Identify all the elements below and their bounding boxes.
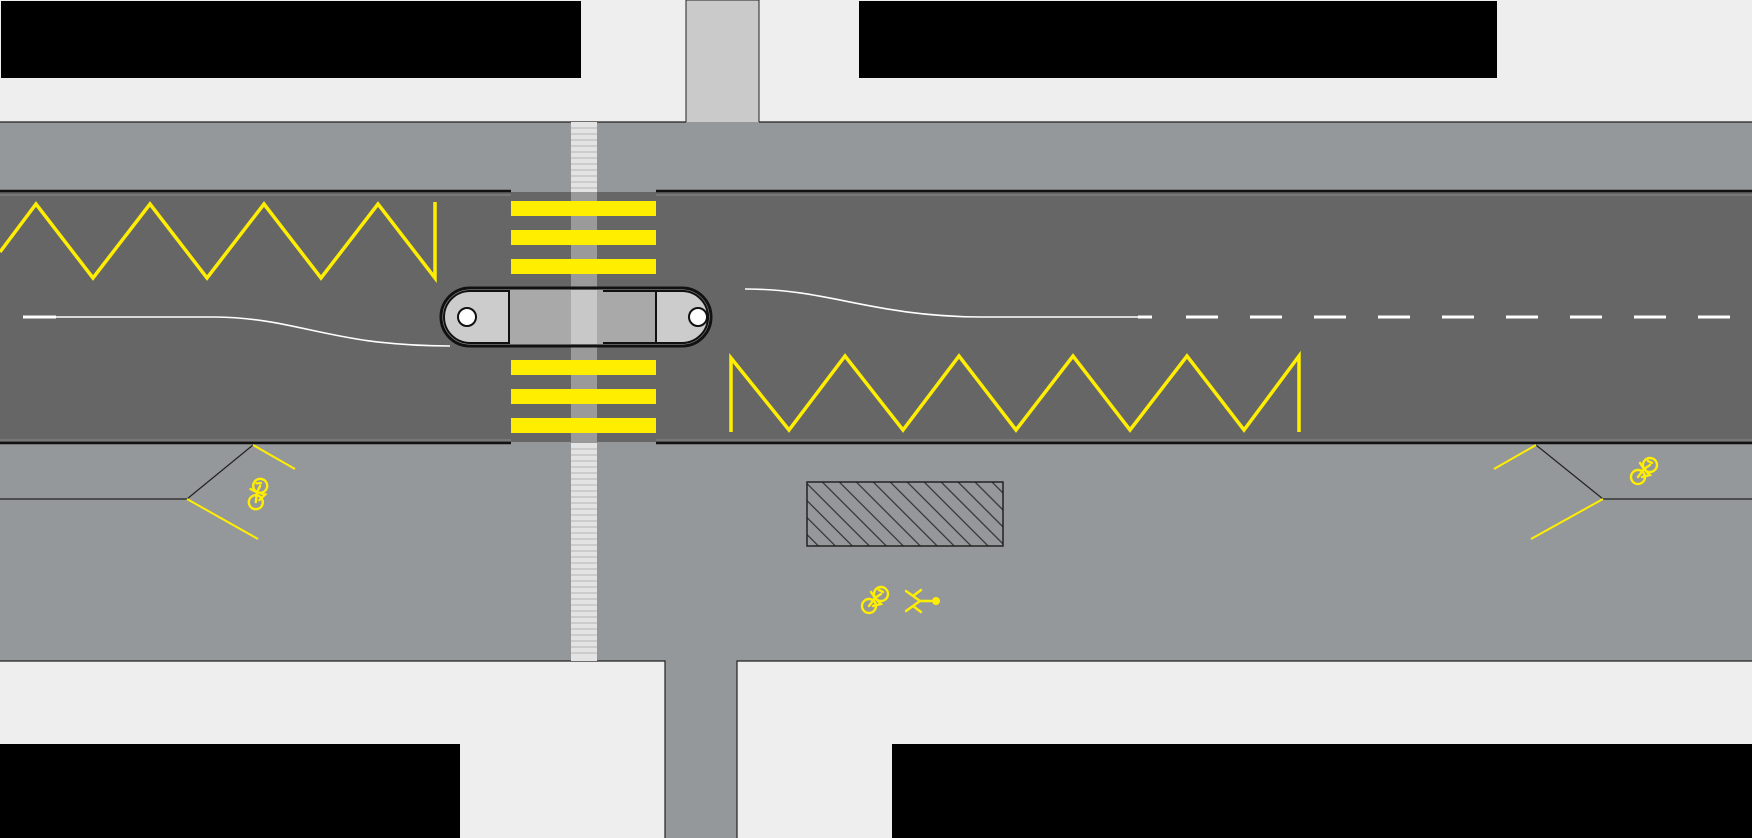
zigzag-right	[729, 350, 1301, 433]
carriageway	[0, 192, 1752, 442]
cycle-entry-left	[0, 444, 296, 540]
building-top-left	[1, 1, 581, 78]
zigzag-markings	[0, 201, 1301, 433]
zebra-crossing	[511, 201, 656, 433]
building-bottom-right	[892, 744, 1752, 838]
zigzag-left	[0, 201, 437, 284]
pedestrian-refuge-island	[439, 286, 713, 348]
cycle-entry-right	[1493, 444, 1752, 540]
building-top-right	[859, 1, 1497, 78]
hatched-area	[806, 481, 1004, 547]
footpath-link-top	[685, 0, 760, 124]
lane-markings	[23, 288, 1730, 347]
footpath-link-bottom	[665, 661, 737, 838]
bollard-left	[457, 307, 477, 327]
building-bottom-left	[0, 744, 460, 838]
pedestrian-symbol	[904, 588, 941, 614]
bollard-right	[688, 307, 708, 327]
